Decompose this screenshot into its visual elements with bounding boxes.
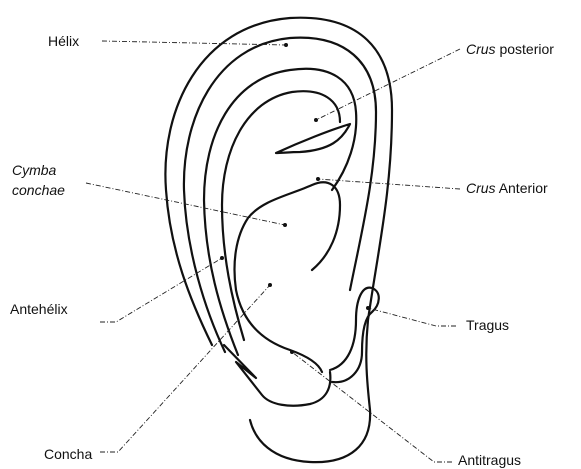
leader-antehelix [100, 258, 222, 322]
pointer-helix [284, 43, 288, 47]
concha-wall [235, 182, 341, 372]
label-crus-posterior-italic: Crus [466, 41, 496, 57]
pointer-cymba-conchae [283, 223, 287, 227]
leader-antitragus [292, 352, 452, 462]
pointer-crus-posterior [314, 118, 318, 122]
crus-fold [276, 124, 350, 153]
label-concha: Concha [44, 446, 92, 463]
leader-tragus [368, 308, 456, 326]
label-antitragus: Antitragus [458, 452, 521, 469]
label-cymba-line1: Cymba [12, 162, 56, 179]
leader-helix [102, 41, 286, 45]
pointer-crus-anterior [316, 177, 320, 181]
pointer-antehelix [220, 256, 224, 260]
label-crus-posterior-rest: posterior [499, 41, 553, 57]
label-cymba-line2: conchae [12, 182, 65, 199]
pointer-tragus [366, 306, 370, 310]
label-crus-posterior: Crus posterior [466, 41, 554, 58]
pointer-antitragus [290, 350, 294, 354]
antitragus-outline [224, 345, 330, 406]
label-helix: Hélix [48, 33, 79, 50]
label-antehelix: Antehélix [10, 301, 68, 318]
outer-helix-outline [165, 18, 392, 462]
pointer-concha [268, 283, 272, 287]
label-crus-anterior-italic: Crus [466, 180, 496, 196]
label-tragus: Tragus [466, 317, 509, 334]
label-crus-anterior: Crus Anterior [466, 180, 548, 197]
label-crus-anterior-rest: Anterior [499, 180, 548, 196]
